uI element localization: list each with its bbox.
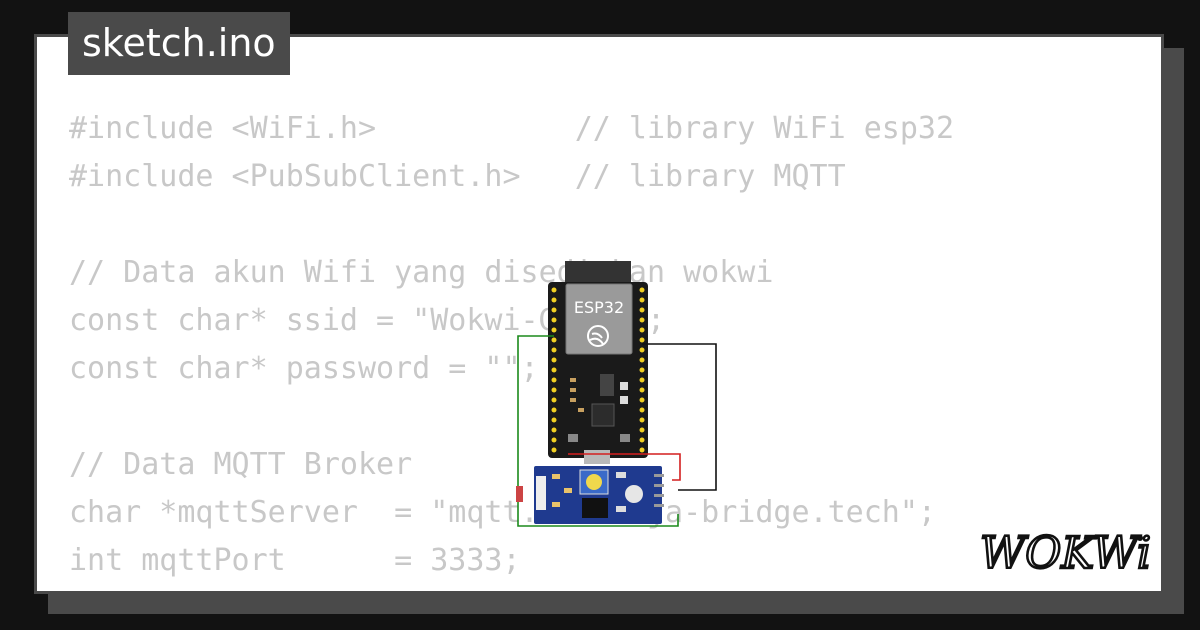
sensor-pins	[654, 474, 664, 507]
esp32-pins-right	[639, 287, 645, 453]
sensor-led	[625, 485, 643, 503]
esp32-pins-left	[551, 287, 557, 453]
sensor-connector	[536, 476, 546, 510]
file-name-tab: sketch.ino	[68, 12, 290, 75]
esp32-module-shield	[566, 284, 632, 354]
potentiometer-knob	[586, 474, 602, 490]
code-line: char *mqttServer = "mqtt.abc.raja-bridge…	[69, 495, 936, 530]
wire-black	[642, 343, 717, 491]
espressif-icon	[587, 325, 609, 347]
esp32-antenna	[565, 261, 631, 283]
sensor-chip	[582, 498, 608, 518]
esp32-label: ESP32	[574, 298, 624, 317]
code-line: char *mqttToken = "dc9d4e1a7b3f0e2a";	[69, 585, 954, 591]
code-line: #include <PubSubClient.h> // library MQT…	[69, 159, 846, 194]
code-line	[69, 201, 954, 249]
code-line: // Data akun Wifi yang disediakan wokwi	[69, 255, 774, 290]
wokwi-logo: WOKWi	[979, 528, 1153, 576]
wokwi-logo-text: WOKWi	[980, 528, 1151, 576]
wire-green	[517, 335, 679, 527]
code-line: const char* password = "";	[69, 351, 539, 386]
code-line: // Data MQTT Broker	[69, 447, 413, 482]
usb-port	[584, 450, 610, 464]
circuit-diagram: ESP32	[516, 261, 717, 527]
wire-red	[568, 453, 681, 481]
sensor-element	[516, 486, 523, 502]
esp32-components	[568, 374, 630, 442]
sensor-module	[534, 466, 662, 524]
code-line: #include <WiFi.h> // library WiFi esp32	[69, 111, 955, 146]
code-line: int mqttPort = 3333;	[69, 543, 521, 578]
